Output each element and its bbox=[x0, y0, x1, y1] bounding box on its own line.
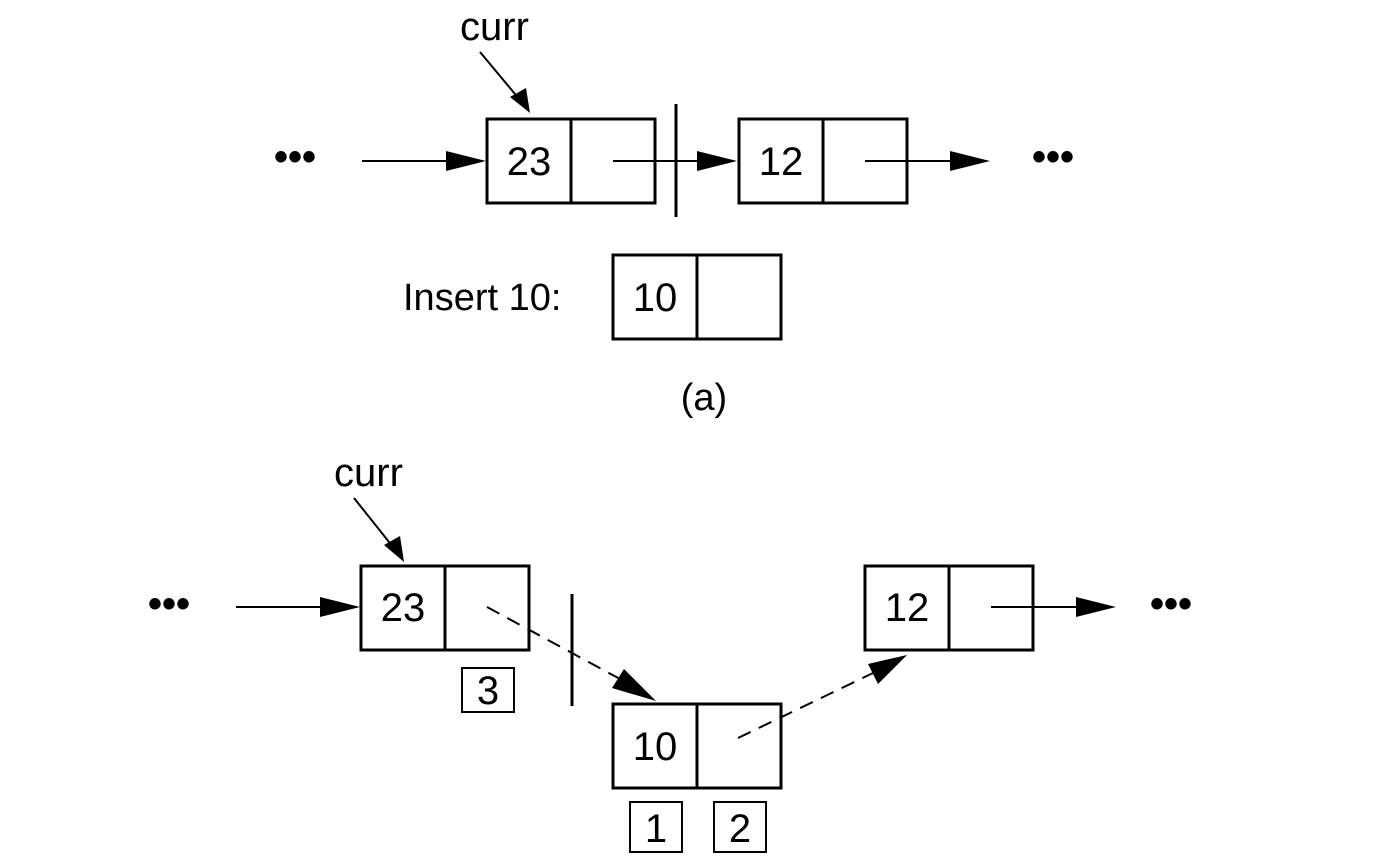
outgoing-link-arrowhead-a bbox=[950, 151, 990, 171]
curr-pointer-arrow-b bbox=[353, 497, 394, 548]
caption-a: (a) bbox=[681, 377, 727, 419]
new-link-23-to-10 bbox=[486, 606, 621, 680]
step-1-box bbox=[629, 801, 683, 853]
curr-pointer-arrowhead-a bbox=[510, 88, 530, 113]
new-link-10-to-12 bbox=[737, 672, 874, 739]
outgoing-link-arrowhead-b bbox=[1076, 597, 1116, 617]
incoming-link-arrowhead-b bbox=[320, 597, 360, 617]
node-10-value-b: 10 bbox=[633, 725, 678, 769]
new-link-10-to-12-arrowhead bbox=[868, 655, 907, 684]
ellipsis-right-b: ••• bbox=[1150, 582, 1192, 626]
curr-pointer-label-b: curr bbox=[334, 451, 403, 495]
step-3-badge: 3 bbox=[461, 667, 515, 713]
step-1-label: 1 bbox=[645, 807, 667, 851]
new-link-23-to-10-arrowhead bbox=[612, 669, 656, 701]
part-b: curr ••• 23 3 10 1 bbox=[148, 451, 1192, 853]
node-10-value-cell-b bbox=[611, 702, 699, 790]
node-10-value-a: 10 bbox=[633, 276, 678, 320]
node-12-value-b: 12 bbox=[885, 586, 930, 630]
node-10-value-cell-a bbox=[611, 253, 699, 341]
node-23-value-a: 23 bbox=[507, 140, 552, 184]
node-23-value-b: 23 bbox=[381, 586, 426, 630]
node-23-value-cell bbox=[485, 117, 573, 205]
node-12-value-a: 12 bbox=[759, 140, 804, 184]
step-1-badge: 1 bbox=[629, 801, 683, 853]
new-node-10-a: 10 bbox=[611, 253, 783, 341]
part-a: curr ••• 23 12 ••• Insert 10: 10 (a) bbox=[274, 5, 1074, 419]
curr-pointer-arrowhead-b bbox=[384, 536, 404, 562]
node-23-b: 23 bbox=[359, 564, 531, 652]
curr-pointer-arrow-a bbox=[479, 51, 521, 101]
step-3-label: 3 bbox=[477, 669, 499, 713]
node-12-value-cell-b bbox=[863, 564, 951, 652]
step-2-box bbox=[713, 801, 767, 853]
node-12-value-cell bbox=[737, 117, 825, 205]
step-3-box bbox=[461, 667, 515, 713]
ellipsis-right-a: ••• bbox=[1032, 135, 1074, 179]
ellipsis-left-b: ••• bbox=[148, 582, 190, 626]
node-10-next-cell-b bbox=[695, 702, 783, 790]
ellipsis-left-a: ••• bbox=[274, 135, 316, 179]
step-2-badge: 2 bbox=[713, 801, 767, 853]
node-10-next-cell-a bbox=[695, 253, 783, 341]
new-node-10-b: 10 bbox=[611, 702, 783, 790]
step-2-label: 2 bbox=[729, 807, 751, 851]
curr-pointer-label-a: curr bbox=[460, 5, 529, 49]
next-link-arrowhead-a bbox=[697, 151, 737, 171]
incoming-link-arrowhead-a bbox=[446, 151, 486, 171]
insert-label: Insert 10: bbox=[403, 277, 561, 319]
